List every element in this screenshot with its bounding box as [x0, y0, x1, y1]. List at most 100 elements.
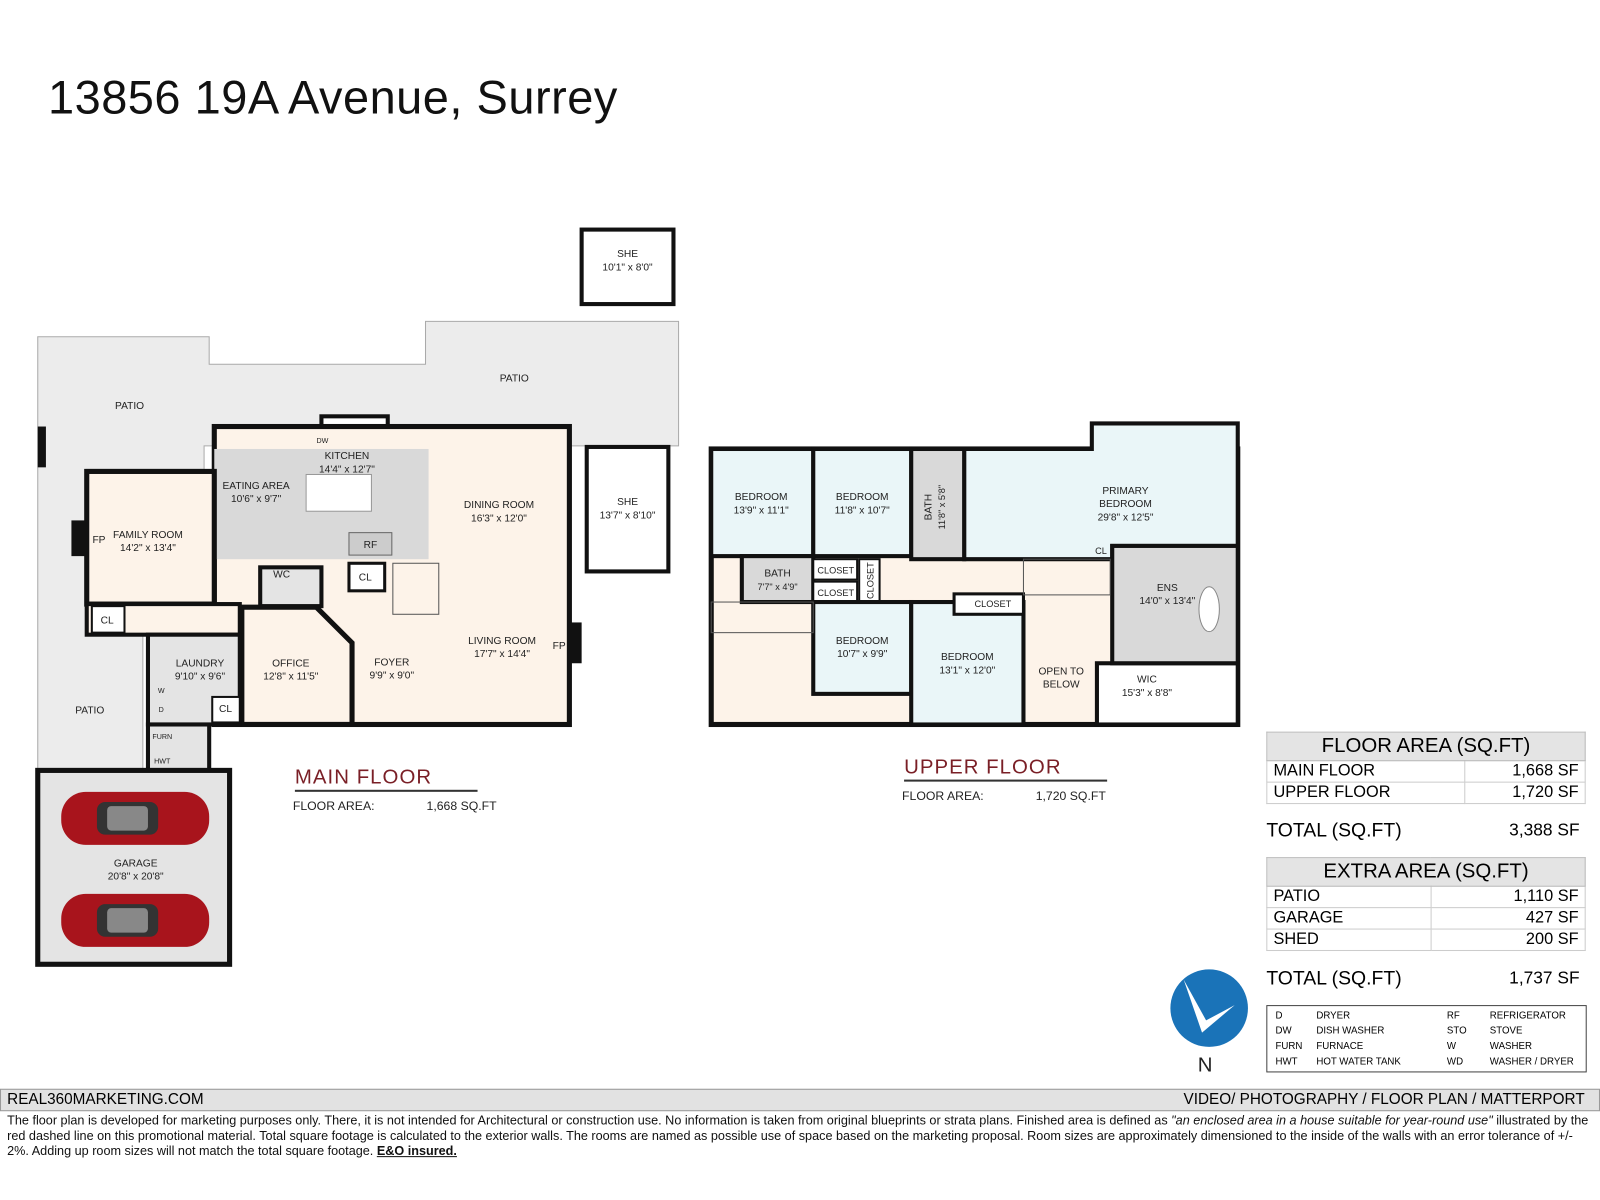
bath-size: 11'8" x 5'8"	[937, 485, 947, 530]
closet-label: CLOSET	[817, 565, 854, 575]
legend-abbr: FURN	[1275, 1040, 1303, 1053]
patio-label: PATIO	[500, 374, 529, 385]
upper-bath	[739, 554, 816, 605]
upper-floor-heading: UPPER FLOOR	[904, 756, 1108, 782]
legend-desc: FURNACE	[1316, 1040, 1364, 1053]
legend-desc: STOVE	[1489, 1025, 1523, 1037]
wc-label: WC	[273, 570, 290, 581]
bedroom-size: 11'8" x 10'7"	[835, 505, 890, 516]
legend-abbr: HWT	[1275, 1056, 1298, 1068]
row-label: MAIN FLOOR	[1266, 760, 1466, 783]
row-label: UPPER FLOOR	[1266, 781, 1466, 805]
closet	[952, 592, 1025, 616]
row-value: 427 SF	[1430, 907, 1586, 930]
hot-water-tank-label: HWT	[154, 757, 171, 765]
fireplace	[569, 622, 582, 664]
disclaimer-text: The floor plan is developed for marketin…	[7, 1113, 1172, 1128]
stairs	[710, 601, 814, 634]
refrigerator	[348, 532, 393, 556]
extra-area-total: TOTAL (SQ.FT)1,737 SF	[1266, 968, 1579, 990]
kitchen-size: 14'4" x 12'7"	[319, 464, 375, 475]
family-room	[84, 468, 217, 607]
washer-label: W	[158, 687, 165, 695]
eating-area-size: 10'6" x 9'7"	[231, 494, 282, 505]
row-value: 1,720 SF	[1464, 781, 1586, 805]
bath-name: BATH	[924, 494, 935, 520]
patio-label: PATIO	[75, 705, 104, 716]
patio-label: PATIO	[115, 401, 144, 412]
dining-room-size: 16'3" x 12'0"	[471, 513, 527, 524]
laundry-name: LAUNDRY	[176, 658, 225, 669]
legend-desc: DRYER	[1316, 1010, 1351, 1022]
shed-size: 13'7" x 8'10"	[600, 510, 656, 521]
row-label: PATIO	[1266, 885, 1432, 909]
legend-desc: WASHER	[1489, 1040, 1532, 1053]
row-value: 1,110 SF	[1430, 885, 1586, 909]
bedroom-size: 13'9" x 11'1"	[734, 505, 789, 516]
laundry-size: 9'10" x 9'6"	[175, 672, 226, 683]
eating-area-name: EATING AREA	[223, 481, 290, 492]
bedroom-name: BEDROOM	[735, 492, 788, 503]
closet-label: CLOSET	[817, 588, 854, 598]
bedroom-name: BEDROOM	[941, 652, 994, 663]
bedroom-name: BEDROOM	[836, 636, 889, 647]
kitchen-name: KITCHEN	[325, 451, 370, 462]
wall-segment	[37, 426, 46, 468]
bedroom-size: 10'7" x 9'9"	[837, 649, 888, 660]
family-room-size: 14'2" x 13'4"	[120, 543, 176, 554]
laundry	[145, 632, 242, 727]
wc-room	[258, 565, 324, 609]
table-header: FLOOR AREA (SQ.FT)	[1266, 731, 1586, 762]
page-title: 13856 19A Avenue, Surrey	[47, 70, 618, 124]
kitchen-island	[305, 473, 372, 512]
stairs	[1022, 558, 1111, 596]
ensuite-name: ENS	[1157, 583, 1178, 594]
legend-abbr: W	[1446, 1040, 1457, 1053]
garage-size: 20'8" x 20'8"	[108, 872, 164, 883]
closet	[812, 558, 859, 581]
office-name: OFFICE	[272, 658, 310, 669]
shed-1	[579, 227, 676, 307]
floor-area-label: FLOOR AREA:	[292, 798, 375, 814]
legend-abbr: DW	[1275, 1025, 1292, 1037]
bathtub	[1198, 586, 1220, 633]
website-link[interactable]: REAL360MARKETING.COM	[7, 1090, 204, 1109]
closet-label: CL	[101, 615, 114, 626]
row-label: SHED	[1266, 928, 1432, 952]
open-to-below: BELOW	[1043, 680, 1080, 691]
primary-bedroom-name: BEDROOM	[1099, 499, 1152, 510]
shed-2	[584, 444, 671, 574]
dishwasher-label: DW	[317, 437, 329, 445]
primary-bedroom	[962, 421, 1240, 562]
row-value: 1,668 SF	[1464, 760, 1586, 783]
closet-label: CL	[219, 704, 232, 715]
legend-abbr: RF	[1446, 1010, 1460, 1022]
legend-desc: HOT WATER TANK	[1316, 1056, 1401, 1068]
primary-bedroom-size: 29'8" x 12'5"	[1098, 512, 1154, 523]
shed-size: 10'1" x 8'0"	[602, 262, 653, 273]
upper-bedroom	[811, 599, 914, 696]
total-value: 1,737 SF	[1509, 968, 1580, 988]
living-room-name: LIVING ROOM	[468, 636, 536, 647]
table-header: EXTRA AREA (SQ.FT)	[1266, 857, 1586, 887]
closet-label: CLOSET	[865, 562, 875, 599]
disclaimer-quote: "an enclosed area in a house suitable fo…	[1171, 1113, 1493, 1128]
legend-abbr: WD	[1446, 1056, 1464, 1068]
main-floor-heading: MAIN FLOOR	[294, 766, 479, 792]
foyer-size: 9'9" x 9'0"	[370, 671, 415, 682]
north-label: N	[1198, 1054, 1213, 1076]
floor-area-value: 1,668 SQ.FT	[426, 798, 497, 814]
closet-label: CLOSET	[974, 599, 1011, 609]
total-label: TOTAL (SQ.FT)	[1266, 820, 1402, 842]
legend-desc: REFRIGERATOR	[1489, 1010, 1566, 1022]
closet	[211, 695, 241, 724]
legend-abbr: D	[1275, 1010, 1283, 1022]
ensuite-size: 14'0" x 13'4"	[1139, 596, 1195, 607]
